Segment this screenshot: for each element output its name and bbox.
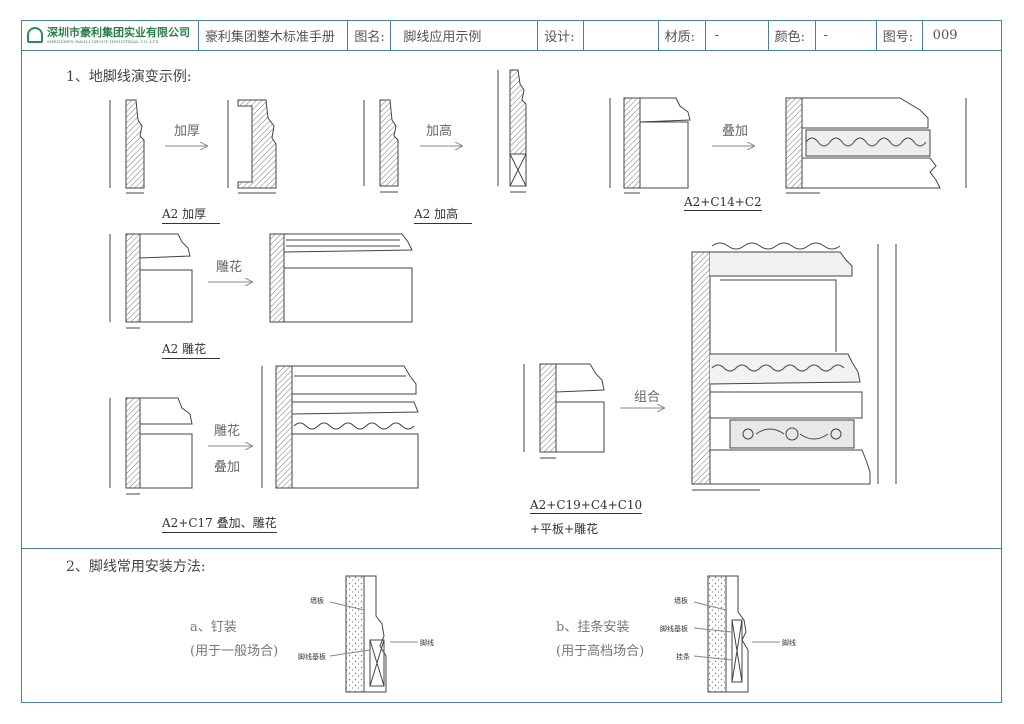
section1-heading: 1、地脚线演变示例: bbox=[66, 69, 192, 85]
arrow-label-heighten: 加高 bbox=[426, 124, 453, 139]
color-value: - bbox=[816, 20, 877, 50]
method-b-note: (用于高档场合) bbox=[556, 644, 645, 659]
color-label: 颜色: bbox=[769, 20, 816, 50]
section-divider bbox=[21, 548, 1002, 549]
arrow-label-combine: 组合 bbox=[634, 390, 661, 405]
install-detail-hanger bbox=[693, 575, 780, 693]
drawing-no-label: 图号: bbox=[877, 20, 923, 50]
arrow-label-carve: 雕花 bbox=[216, 260, 243, 275]
company-logo: 深圳市豪利集团实业有限公司 SHENZHEN HAOLI GROUP INDUS… bbox=[27, 27, 190, 44]
drawing-name: 脚线应用示例 bbox=[391, 20, 539, 50]
callout-b-base: 脚线基板 bbox=[660, 625, 688, 633]
company-logo-cell: 深圳市豪利集团实业有限公司 SHENZHEN HAOLI GROUP INDUS… bbox=[21, 20, 199, 50]
profile-a2 bbox=[125, 99, 145, 189]
design-value bbox=[584, 20, 659, 50]
drawing-frame bbox=[21, 20, 1002, 703]
callout-a-line: 脚线 bbox=[420, 639, 434, 647]
callout-b-hanger: 挂条 bbox=[676, 653, 690, 661]
caption-a2-c14-c2: A2+C14+C2 bbox=[684, 195, 762, 211]
material-value: - bbox=[706, 20, 769, 50]
arrow-label-stack-2: 叠加 bbox=[214, 460, 241, 475]
method-a-title: a、钉装 bbox=[190, 620, 237, 635]
drawing-no: 009 bbox=[932, 27, 958, 43]
method-b-title: b、挂条安装 bbox=[556, 620, 630, 635]
method-a-note: (用于一般场合) bbox=[190, 644, 279, 659]
install-detail-nail bbox=[329, 575, 418, 693]
arrow-label-carve-2: 雕花 bbox=[214, 424, 241, 439]
caption-combo-line2: +平板+雕花 bbox=[530, 522, 599, 536]
manual-title: 豪利集团整木标准手册 bbox=[199, 20, 349, 50]
profile-a2-thick bbox=[237, 99, 277, 189]
callout-a-base: 脚线基板 bbox=[298, 653, 326, 661]
callout-a-wall: 墙板 bbox=[310, 597, 324, 605]
arrow-label-thicken: 加厚 bbox=[174, 124, 201, 139]
caption-a2-carve: A2 雕花 bbox=[162, 340, 220, 359]
callout-b-wall: 墙板 bbox=[674, 597, 688, 605]
logo-icon bbox=[27, 27, 43, 43]
company-name-en: SHENZHEN HAOLI GROUP INDUSTRIAL CO.,LTD bbox=[47, 38, 159, 44]
caption-combo-line1: A2+C19+C4+C10 bbox=[530, 498, 643, 514]
design-label: 设计: bbox=[538, 20, 585, 50]
title-block: 深圳市豪利集团实业有限公司 SHENZHEN HAOLI GROUP INDUS… bbox=[21, 20, 1002, 51]
caption-a2-c17: A2+C17 叠加、雕花 bbox=[162, 514, 277, 533]
arrow-label-stack: 叠加 bbox=[722, 124, 749, 139]
drawing-name-label: 图名: bbox=[348, 20, 392, 50]
company-name: 深圳市豪利集团实业有限公司 bbox=[47, 25, 190, 39]
section2-heading: 2、脚线常用安装方法: bbox=[66, 559, 206, 575]
caption-a2-thicken: A2 加厚 bbox=[162, 205, 220, 224]
callout-b-line: 脚线 bbox=[782, 639, 796, 647]
caption-a2-heighten: A2 加高 bbox=[414, 205, 472, 224]
material-label: 材质: bbox=[659, 20, 707, 50]
